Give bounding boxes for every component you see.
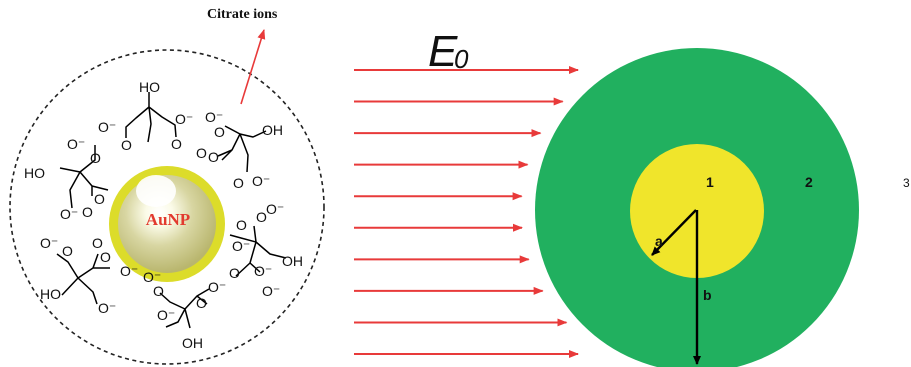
ligand-label: O⁻ — [266, 201, 284, 217]
field-subscript: 0 — [454, 44, 469, 74]
ligand-label: O — [121, 137, 132, 153]
ligand-label: O⁻ — [254, 263, 272, 279]
ligand-label: O — [100, 249, 111, 265]
ligand-bonds — [56, 92, 287, 329]
ligand-label: O — [229, 265, 240, 281]
ligand-label: O — [62, 243, 73, 259]
ligand-labels: HO O⁻ O O O⁻ O⁻ O O OH O O O⁻ HO O O⁻ O … — [24, 79, 303, 351]
region-2-label: 2 — [805, 174, 813, 190]
ligand-label: O — [196, 295, 207, 311]
ligand-label: O — [214, 124, 225, 140]
radius-a-label: a — [655, 233, 663, 249]
region-1-label: 1 — [706, 174, 714, 190]
particle-highlight — [136, 175, 176, 207]
ligand-label: O — [90, 150, 101, 166]
callout-arrow — [240, 29, 266, 105]
ligand-label: O — [256, 209, 267, 225]
field-arrows — [354, 66, 579, 358]
ligand-label: O⁻ — [232, 238, 250, 254]
ligand-label: O⁻ — [157, 307, 175, 323]
field-symbol: E — [428, 27, 458, 76]
ligand-label: O⁻ — [98, 119, 116, 135]
ligand-label: O⁻ — [208, 279, 226, 295]
ligand-label: O — [153, 283, 164, 299]
ligand-label: HO — [40, 286, 61, 302]
callout-label: Citrate ions — [207, 7, 278, 22]
core-shell-model: 1 2 a b — [535, 48, 859, 367]
ligand-label: HO — [139, 79, 160, 95]
radius-a-arrow — [651, 209, 697, 256]
ligand-label: O⁻ — [40, 235, 58, 251]
ligand-label: O⁻ — [175, 111, 193, 127]
ligand-label: O⁻ — [67, 136, 85, 152]
ligand-label: O⁻ — [143, 269, 161, 285]
region-3-label: 3 — [903, 176, 910, 190]
ligand-label: O⁻ — [262, 283, 280, 299]
ligand-label: O — [233, 175, 244, 191]
ligand-label: O — [196, 145, 207, 161]
particle-label: AuNP — [146, 210, 190, 229]
solvation-boundary — [9, 49, 325, 365]
ligand-label: O⁻ — [98, 300, 116, 316]
ligand-label: O — [82, 204, 93, 220]
ligand-label: HO — [24, 165, 45, 181]
ligand-label: OH — [282, 253, 303, 269]
nanoparticle-panel: Citrate ions AuNP HO O⁻ O O O — [9, 7, 325, 365]
ligand-label: O — [208, 149, 219, 165]
ligand-label: O — [94, 191, 105, 207]
ligand-label: O⁻ — [120, 263, 138, 279]
radius-b-label: b — [703, 287, 712, 303]
ligand-label: OH — [182, 335, 203, 351]
ligand-label: O⁻ — [60, 206, 78, 222]
field-label: E 0 — [428, 27, 469, 76]
ligand-label: OH — [262, 122, 283, 138]
ligand-label: O — [236, 217, 247, 233]
ligand-label: O⁻ — [252, 173, 270, 189]
ligand-label: O — [171, 136, 182, 152]
ligand-label: O⁻ — [205, 109, 223, 125]
ligand-label: O — [92, 235, 103, 251]
